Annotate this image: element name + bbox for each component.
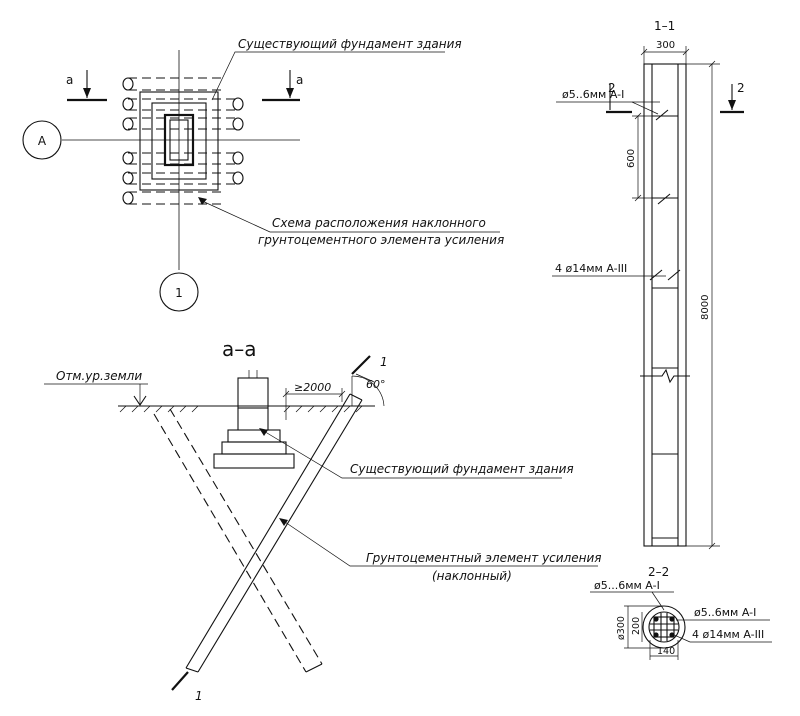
label-rebar-22: 4 ø14мм A-III [692, 628, 764, 641]
section-11: 1–1 300 2 2 ø5..6мм [552, 19, 745, 550]
section-22-title: 2–2 [648, 565, 669, 579]
cut-mark-top [351, 355, 371, 375]
section-aa-title: a–a [222, 337, 257, 361]
dim-diameter: ø300 [616, 616, 627, 640]
dim-width: 300 [656, 40, 675, 51]
cut-mark-bottom-label: 1 [195, 689, 203, 703]
axis-bubble-a [22, 120, 62, 160]
inclined-element [185, 393, 363, 673]
cut-mark-right-label: 2 [737, 81, 745, 95]
label-stirrup: ø5..6мм A-I [562, 88, 624, 101]
cut-mark-top-label: 1 [380, 355, 388, 369]
label-foundation-leader [261, 429, 562, 479]
label-element-line1: Грунтоцементный элемент усиления [366, 551, 601, 565]
cut-mark-left-label: 2 [608, 81, 616, 95]
section-mark-right-label: a [296, 73, 303, 87]
inclined-element-dashed [153, 408, 323, 673]
column-outline [163, 113, 195, 167]
section-aa: a–a Отм.ур.земли [44, 337, 601, 703]
section-11-title: 1–1 [654, 19, 675, 33]
angle-arc [351, 375, 385, 407]
section-mark-left-label: a [66, 73, 73, 87]
label-stirrup-top: ø5...6мм A-I [594, 579, 660, 592]
angle-label: 60° [366, 378, 386, 391]
dim-inner: 200 [631, 617, 642, 635]
label-stirrup-right: ø5..6мм A-I [694, 606, 756, 619]
cut-mark-bottom [171, 671, 189, 691]
break-mark [640, 368, 690, 384]
existing-foundation [213, 370, 295, 469]
callout-leader-bottom [199, 199, 500, 233]
axis-number: 1 [175, 286, 183, 300]
axis-letter: A [38, 134, 47, 148]
callout-leader-top [211, 51, 445, 101]
label-element-line2: (наклонный) [432, 569, 512, 583]
dim-offset: ≥2000 [294, 381, 331, 394]
dim-length: 8000 [700, 295, 711, 320]
callout-bottom-line2: грунтоцементного элемента усиления [258, 233, 504, 247]
label-element-leader [281, 519, 598, 567]
axis-bubble-1 [159, 272, 199, 312]
callout-bottom-line1: Схема расположения наклонного [272, 216, 486, 230]
dim-spacing: 600 [626, 149, 637, 168]
label-foundation: Существующий фундамент здания [350, 462, 574, 476]
ground-label: Отм.ур.земли [56, 369, 142, 383]
plan-view: A 1 a a [22, 37, 504, 312]
label-rebar: 4 ø14мм A-III [555, 262, 627, 275]
dim-bottom: 140 [657, 646, 675, 657]
callout-top: Существующий фундамент здания [238, 37, 462, 51]
element-projections [122, 77, 244, 205]
section-22: 2–2 ø5...6мм A-I ø300 200 ø5..6мм A-I 4 … [590, 565, 772, 660]
element-body [643, 63, 687, 547]
foundation-outline [139, 91, 219, 191]
